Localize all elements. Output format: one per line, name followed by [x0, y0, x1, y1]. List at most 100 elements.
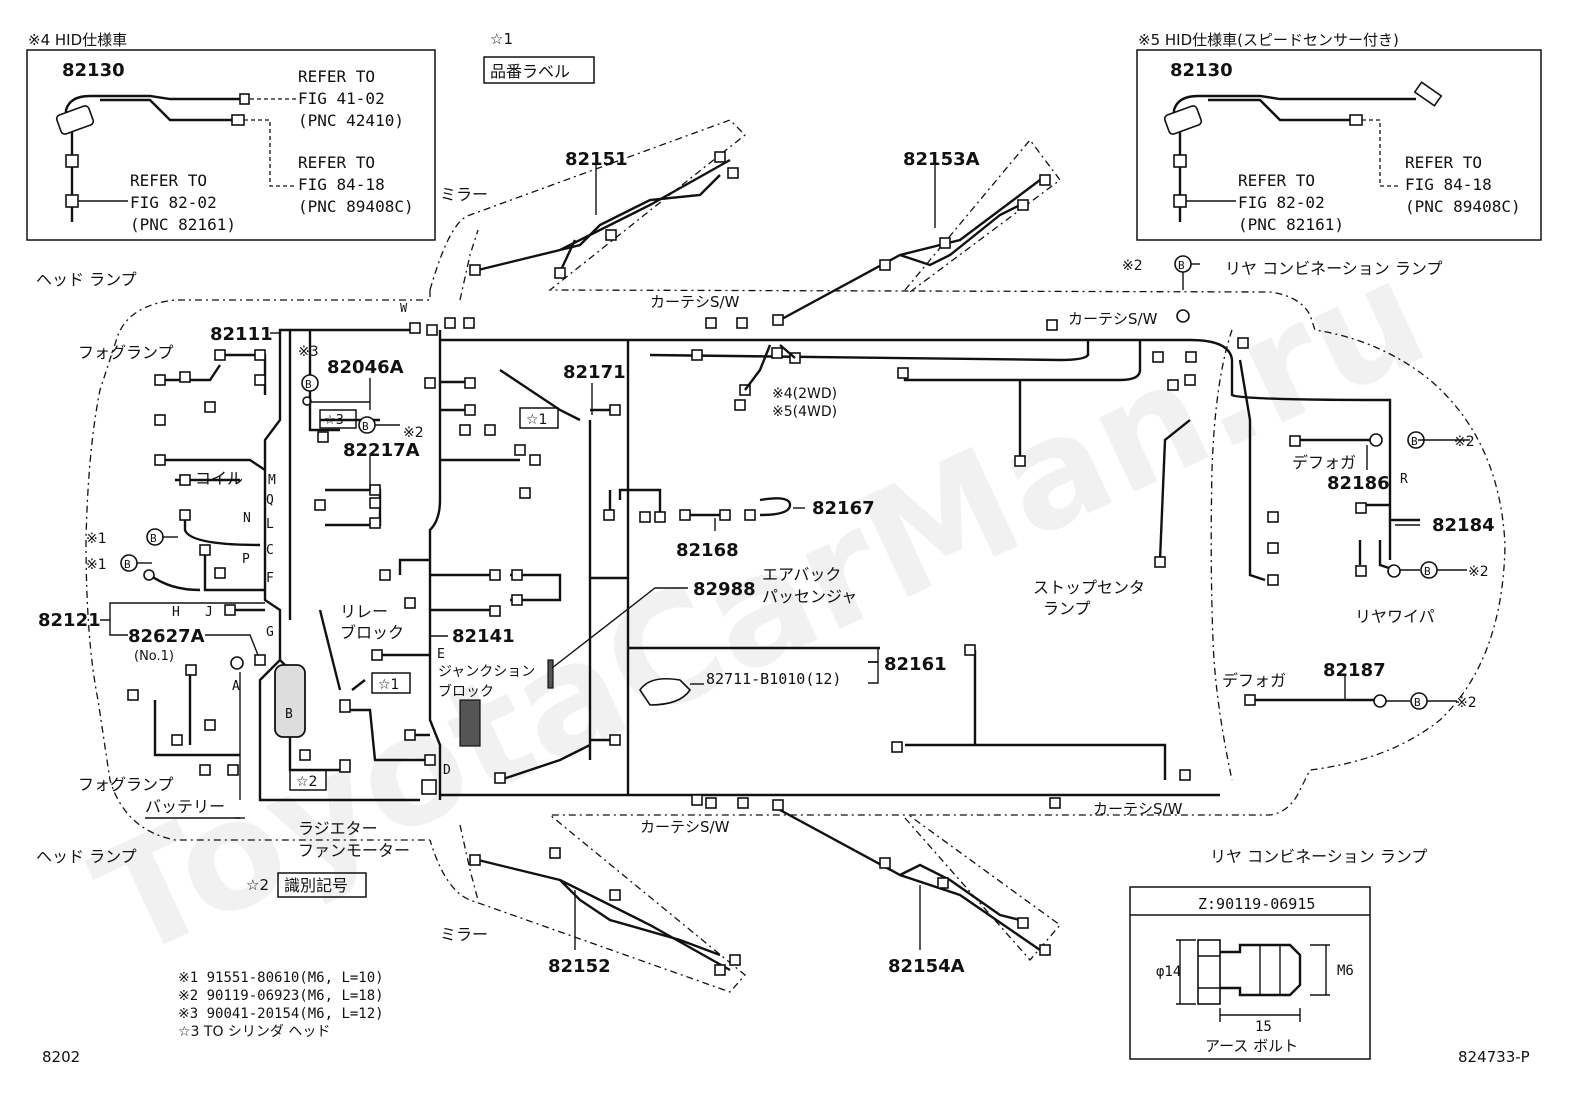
- bolt-dia: φ14: [1156, 964, 1181, 980]
- label-coil: コイル: [195, 469, 243, 488]
- label-relay-2: ブロック: [340, 623, 404, 642]
- part-82627A: 82627A: [128, 626, 205, 647]
- label-clip-part: 82711-B1010(12): [706, 670, 841, 688]
- label-battery: バッテリー: [145, 797, 225, 816]
- earth-bolt-detail: Z:90119-06915 φ14 M6 15 アース ボルト: [1129, 886, 1371, 1060]
- label-mirror-bottom: ミラー: [440, 925, 488, 944]
- inset-left-frame: [26, 49, 436, 241]
- label-head-lamp-top: ヘッド ランプ: [36, 270, 137, 289]
- inset-left-refer1-c: (PNC 42410): [298, 111, 404, 130]
- svg-text:☆1: ☆1: [378, 677, 399, 693]
- svg-text:※2: ※2: [1468, 564, 1489, 580]
- svg-text:W: W: [400, 301, 408, 315]
- label-fog-lamp-bottom: フォグランプ: [78, 775, 174, 794]
- part-label-text: 品番ラベル: [490, 62, 570, 81]
- inset-right-refer2-c: (PNC 82161): [1238, 215, 1344, 234]
- label-2wd: ※4(2WD): [772, 386, 837, 402]
- svg-text:※2: ※2: [403, 425, 424, 441]
- bolt-title: Z:90119-06915: [1198, 895, 1315, 913]
- relay-block: B: [274, 664, 306, 738]
- label-courtesy-sw-1: カーテシS/W: [650, 293, 740, 311]
- part-82151: 82151: [565, 149, 628, 170]
- part-82111: 82111: [210, 324, 273, 345]
- inset-left-refer2-c: (PNC 89408C): [298, 197, 414, 216]
- diagram-code: 824733-P: [1458, 1048, 1530, 1066]
- letter-P: P: [242, 552, 250, 567]
- part-82121: 82121: [38, 610, 101, 631]
- label-defogger-2: デフォガ: [1222, 671, 1286, 690]
- component-labels: ヘッド ランプ ヘッド ランプ フォグランプ フォグランプ ミラー ミラー コイ…: [36, 185, 1442, 944]
- svg-text:※2: ※2: [1454, 434, 1475, 450]
- letter-F: F: [266, 571, 274, 586]
- letter-G: G: [266, 625, 274, 640]
- car-body-outline: [85, 119, 1506, 993]
- part-82154A: 82154A: [888, 956, 965, 977]
- svg-text:※2: ※2: [1122, 258, 1143, 274]
- label-rear-combi-top: リヤ コンビネーション ランプ: [1225, 259, 1442, 278]
- label-courtesy-sw-3: カーテシS/W: [640, 818, 730, 836]
- inset-left-part: 82130: [62, 60, 125, 81]
- letter-R: R: [1400, 472, 1408, 487]
- label-airbag-1: エアバック: [762, 565, 841, 584]
- footnote-3: ※3 90041-20154(M6, L=12): [178, 1006, 384, 1022]
- ground-letters: B B B B B B B B: [124, 259, 1431, 709]
- harness-main-rail: [428, 330, 1392, 800]
- svg-text:※3: ※3: [298, 344, 319, 360]
- label-fog-lamp-top: フォグランプ: [78, 343, 174, 362]
- part-label-star: ☆1: [490, 30, 513, 48]
- inset-right-part: 82130: [1170, 60, 1233, 81]
- svg-text:☆3: ☆3: [324, 413, 344, 428]
- inset-right-harness: [1163, 81, 1443, 222]
- letter-L: L: [266, 517, 274, 532]
- footnotes: ※1 91551-80610(M6, L=10) ※2 90119-06923(…: [42, 970, 1530, 1066]
- harness-rear: [1158, 359, 1420, 702]
- footnote-1: ※1 91551-80610(M6, L=10): [178, 970, 384, 986]
- star-boxes: ☆1 ☆1 ☆2 ☆3: [289, 407, 559, 791]
- label-courtesy-sw-4: カーテシS/W: [1093, 800, 1183, 818]
- inset-right-refer1-a: REFER TO: [1405, 153, 1482, 172]
- letter-C: C: [266, 543, 274, 558]
- footnote-4: ☆3 TO シリンダ ヘッド: [178, 1024, 330, 1040]
- inset-right-refer1-c: (PNC 89408C): [1405, 197, 1521, 216]
- part-82184: 82184: [1432, 515, 1495, 536]
- letter-H: H: [172, 605, 180, 620]
- svg-text:※1: ※1: [86, 531, 107, 547]
- letter-N: N: [243, 511, 251, 526]
- label-stop-center-2: ランプ: [1043, 599, 1091, 618]
- inset-left-refer2-a: REFER TO: [298, 153, 375, 172]
- inset-left-refer3-b: FIG 82-02: [130, 193, 217, 212]
- inset-right-frame: [1136, 49, 1542, 241]
- part-number-labels: 82151 82153A 82111 82046A 82217A 82171 8…: [38, 149, 1495, 977]
- label-head-lamp-bottom: ヘッド ランプ: [36, 847, 137, 866]
- svg-text:☆1: ☆1: [526, 412, 547, 428]
- label-rear-combi-bottom: リヤ コンビネーション ランプ: [1210, 847, 1427, 866]
- ref-marks: ※3 ※2 ※1 ※1 ※2 ※2 ※2 ※2 W: [86, 258, 1489, 711]
- part-82187: 82187: [1323, 660, 1386, 681]
- inset-left-refer1-a: REFER TO: [298, 67, 375, 86]
- label-mirror-top: ミラー: [440, 185, 488, 204]
- part-82153A: 82153A: [903, 149, 980, 170]
- part-label-frame: [483, 56, 595, 84]
- part-82141: 82141: [452, 626, 515, 647]
- bolt-name: アース ボルト: [1205, 1037, 1298, 1055]
- label-junction-1: ジャンクション: [438, 664, 535, 680]
- leader-lines: [100, 165, 1420, 950]
- svg-text:※1: ※1: [86, 557, 107, 573]
- svg-text:B: B: [150, 532, 157, 545]
- label-id-mark: 識別記号: [284, 876, 348, 895]
- letter-J: J: [205, 605, 213, 620]
- part-82167: 82167: [812, 498, 875, 519]
- label-defogger-1: デフォガ: [1292, 453, 1356, 472]
- part-82186: 82186: [1327, 473, 1390, 494]
- svg-text:B: B: [305, 378, 312, 391]
- inset-right-refer1-b: FIG 84-18: [1405, 175, 1492, 194]
- part-82988: 82988: [693, 579, 756, 600]
- inset-right: ※5 HID仕様車(スピードセンサー付き) 82130 REFER TO FIG…: [1136, 31, 1542, 241]
- svg-text:B: B: [1424, 565, 1431, 578]
- svg-text:B: B: [124, 558, 131, 571]
- inset-right-refer2-b: FIG 82-02: [1238, 193, 1325, 212]
- letter-E: E: [437, 647, 445, 662]
- bolt-length: 15: [1255, 1019, 1272, 1035]
- svg-text:B: B: [362, 420, 369, 433]
- part-82161: 82161: [884, 654, 947, 675]
